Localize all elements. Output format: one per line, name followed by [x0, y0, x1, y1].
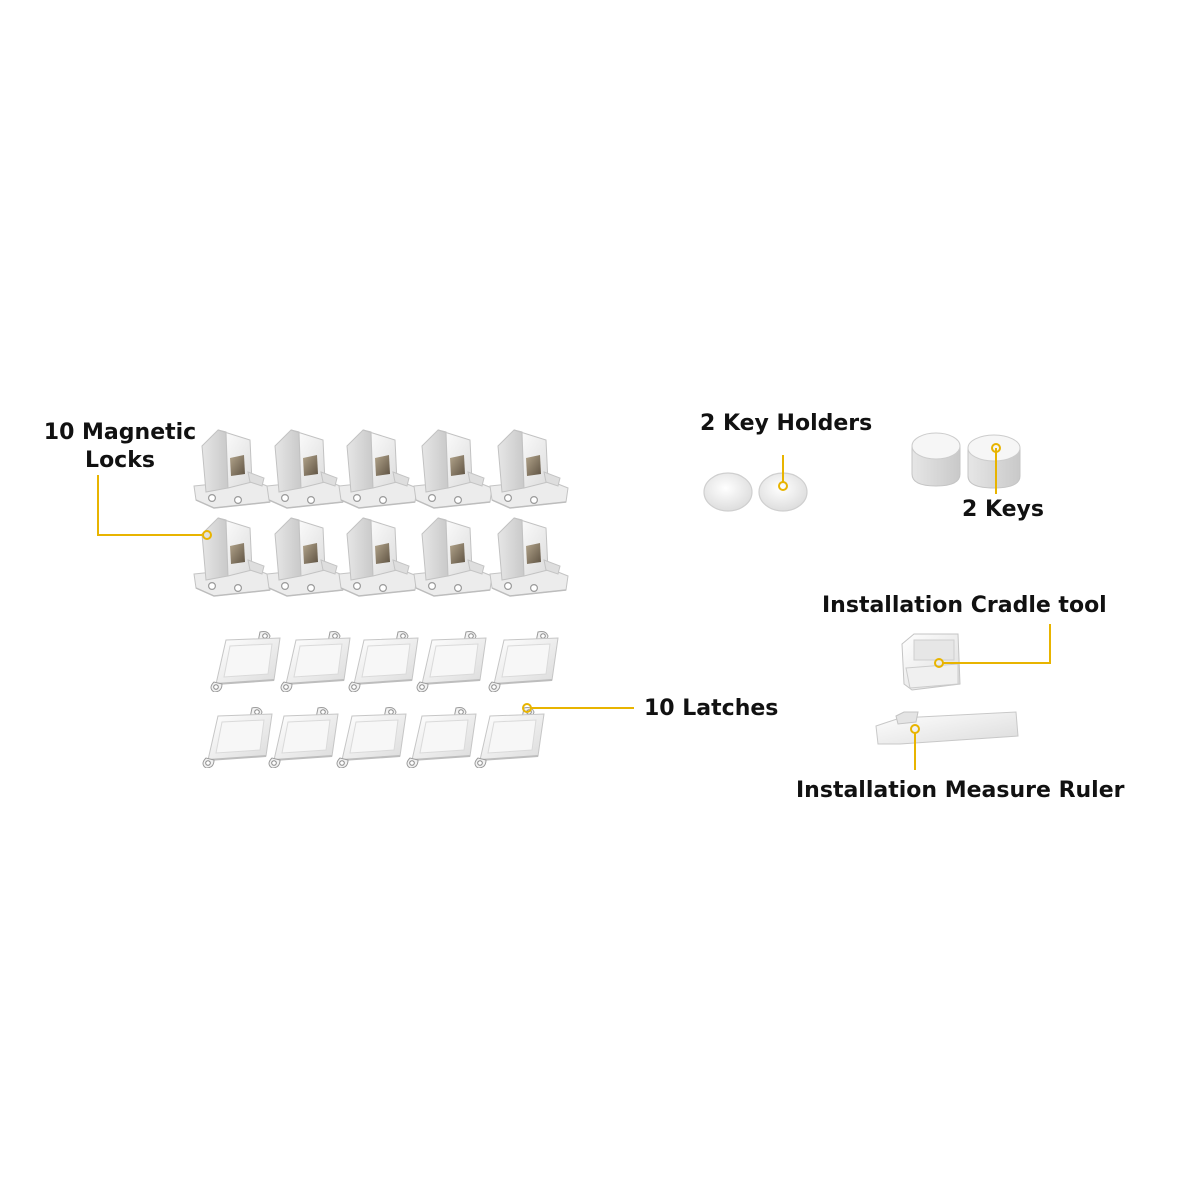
magnetic-lock [193, 429, 273, 509]
magnetic-lock [489, 429, 569, 509]
magnetic-locks-label: 10 Magnetic Locks [40, 419, 200, 475]
key-holders-group [703, 472, 808, 512]
latches-group [202, 630, 559, 768]
callout-line-cradle [943, 624, 1051, 664]
latch [268, 706, 339, 768]
callout-marker [778, 481, 788, 491]
key-cap [911, 432, 961, 487]
measure-ruler-label: Installation Measure Ruler [796, 778, 1125, 803]
callouts [97, 443, 1051, 770]
key-cap [967, 434, 1021, 489]
magnetic-lock [266, 517, 346, 597]
callout-marker [910, 724, 920, 734]
callout-marker [202, 530, 212, 540]
installation-cradle-tool [901, 633, 961, 691]
magnetic-lock [413, 517, 493, 597]
keys-label: 2 Keys [962, 497, 1044, 522]
latch [210, 630, 281, 692]
callout-marker [522, 703, 532, 713]
latch [488, 630, 559, 692]
magnetic-lock [338, 517, 418, 597]
latch [202, 706, 273, 768]
keys-group [911, 432, 1021, 489]
magnetic-lock [489, 517, 569, 597]
callout-marker [991, 443, 1001, 453]
latch [474, 706, 545, 768]
callout-marker [934, 658, 944, 668]
magnetic-lock [193, 517, 273, 597]
magnetic-lock [338, 429, 418, 509]
latch [280, 630, 351, 692]
callout-line-locks [97, 475, 202, 536]
latch [348, 630, 419, 692]
latch [406, 706, 477, 768]
cradle-tool-label: Installation Cradle tool [822, 593, 1107, 618]
magnetic-locks-label-line1: 10 Magnetic [43, 420, 197, 445]
magnetic-lock [413, 429, 493, 509]
magnetic-lock [266, 429, 346, 509]
key-holder-disc [703, 472, 753, 512]
key-holders-label: 2 Key Holders [700, 411, 873, 436]
latches-label: 10 Latches [644, 696, 779, 721]
latch [336, 706, 407, 768]
latch [416, 630, 487, 692]
magnetic-locks-label-line2: Locks [85, 448, 155, 473]
installation-measure-ruler [875, 711, 1019, 745]
magnetic-locks-group [193, 429, 569, 597]
